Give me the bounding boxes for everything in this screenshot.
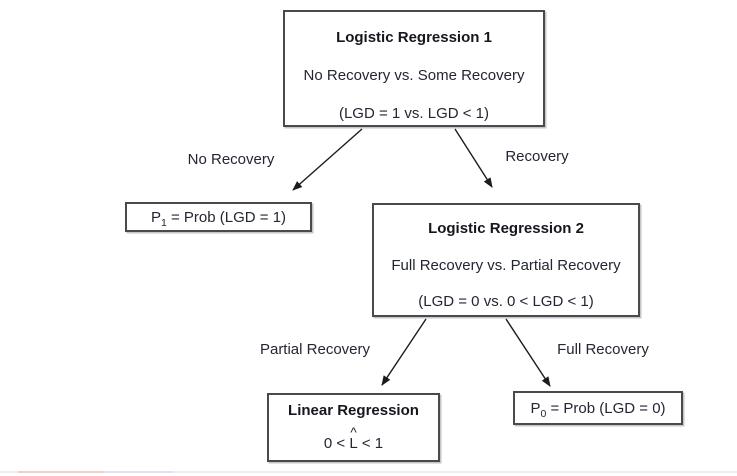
p1-expression: = Prob (LGD = 1) bbox=[166, 208, 287, 226]
node-p1-probability: P1 = Prob (LGD = 1) bbox=[125, 202, 312, 232]
node-logistic-regression-1: Logistic Regression 1 No Recovery vs. So… bbox=[283, 10, 545, 127]
p1-subscript: 1 bbox=[160, 216, 167, 229]
arrow-partial-recovery bbox=[381, 318, 427, 386]
footer-divider-line bbox=[0, 471, 737, 473]
p0-symbol: P bbox=[530, 399, 541, 417]
node-linear-formula: 0 < ^L < 1 bbox=[323, 425, 384, 452]
node-p0-formula: P0 = Prob (LGD = 0) bbox=[530, 399, 666, 420]
edge-label-recovery: Recovery bbox=[505, 148, 569, 165]
formula-left: 0 < bbox=[323, 435, 350, 452]
footer-divider-pink-segment bbox=[18, 471, 103, 473]
edge-label-partial-recovery: Partial Recovery bbox=[259, 341, 371, 358]
p1-symbol: P bbox=[150, 208, 161, 226]
node-logistic-regression-2: Logistic Regression 2 Full Recovery vs. … bbox=[372, 203, 640, 317]
node-lr2-description: Full Recovery vs. Partial Recovery bbox=[391, 256, 621, 274]
node-p1-formula: P1 = Prob (LGD = 1) bbox=[150, 208, 287, 229]
node-lr2-condition: (LGD = 0 vs. 0 < LGD < 1) bbox=[418, 293, 594, 310]
arrow-no-recovery bbox=[292, 128, 363, 191]
hat-accent: ^ bbox=[350, 424, 357, 440]
p0-subscript: 0 bbox=[540, 407, 547, 420]
node-lr2-title: Logistic Regression 2 bbox=[428, 220, 584, 237]
node-linear-title: Linear Regression bbox=[288, 402, 419, 419]
formula-right: < 1 bbox=[357, 435, 384, 452]
l-hat-symbol: ^L bbox=[349, 425, 358, 452]
edge-label-no-recovery: No Recovery bbox=[187, 151, 275, 168]
node-lr1-condition: (LGD = 1 vs. LGD < 1) bbox=[338, 105, 490, 122]
p0-expression: = Prob (LGD = 0) bbox=[546, 399, 666, 417]
edge-label-full-recovery: Full Recovery bbox=[557, 341, 649, 358]
node-p0-probability: P0 = Prob (LGD = 0) bbox=[513, 391, 683, 425]
node-lr1-description: No Recovery vs. Some Recovery bbox=[303, 67, 525, 84]
node-lr1-title: Logistic Regression 1 bbox=[336, 29, 492, 46]
node-linear-regression: Linear Regression 0 < ^L < 1 bbox=[267, 393, 440, 462]
footer-divider-blue-segment bbox=[103, 471, 173, 473]
l-variable: L bbox=[349, 435, 358, 452]
